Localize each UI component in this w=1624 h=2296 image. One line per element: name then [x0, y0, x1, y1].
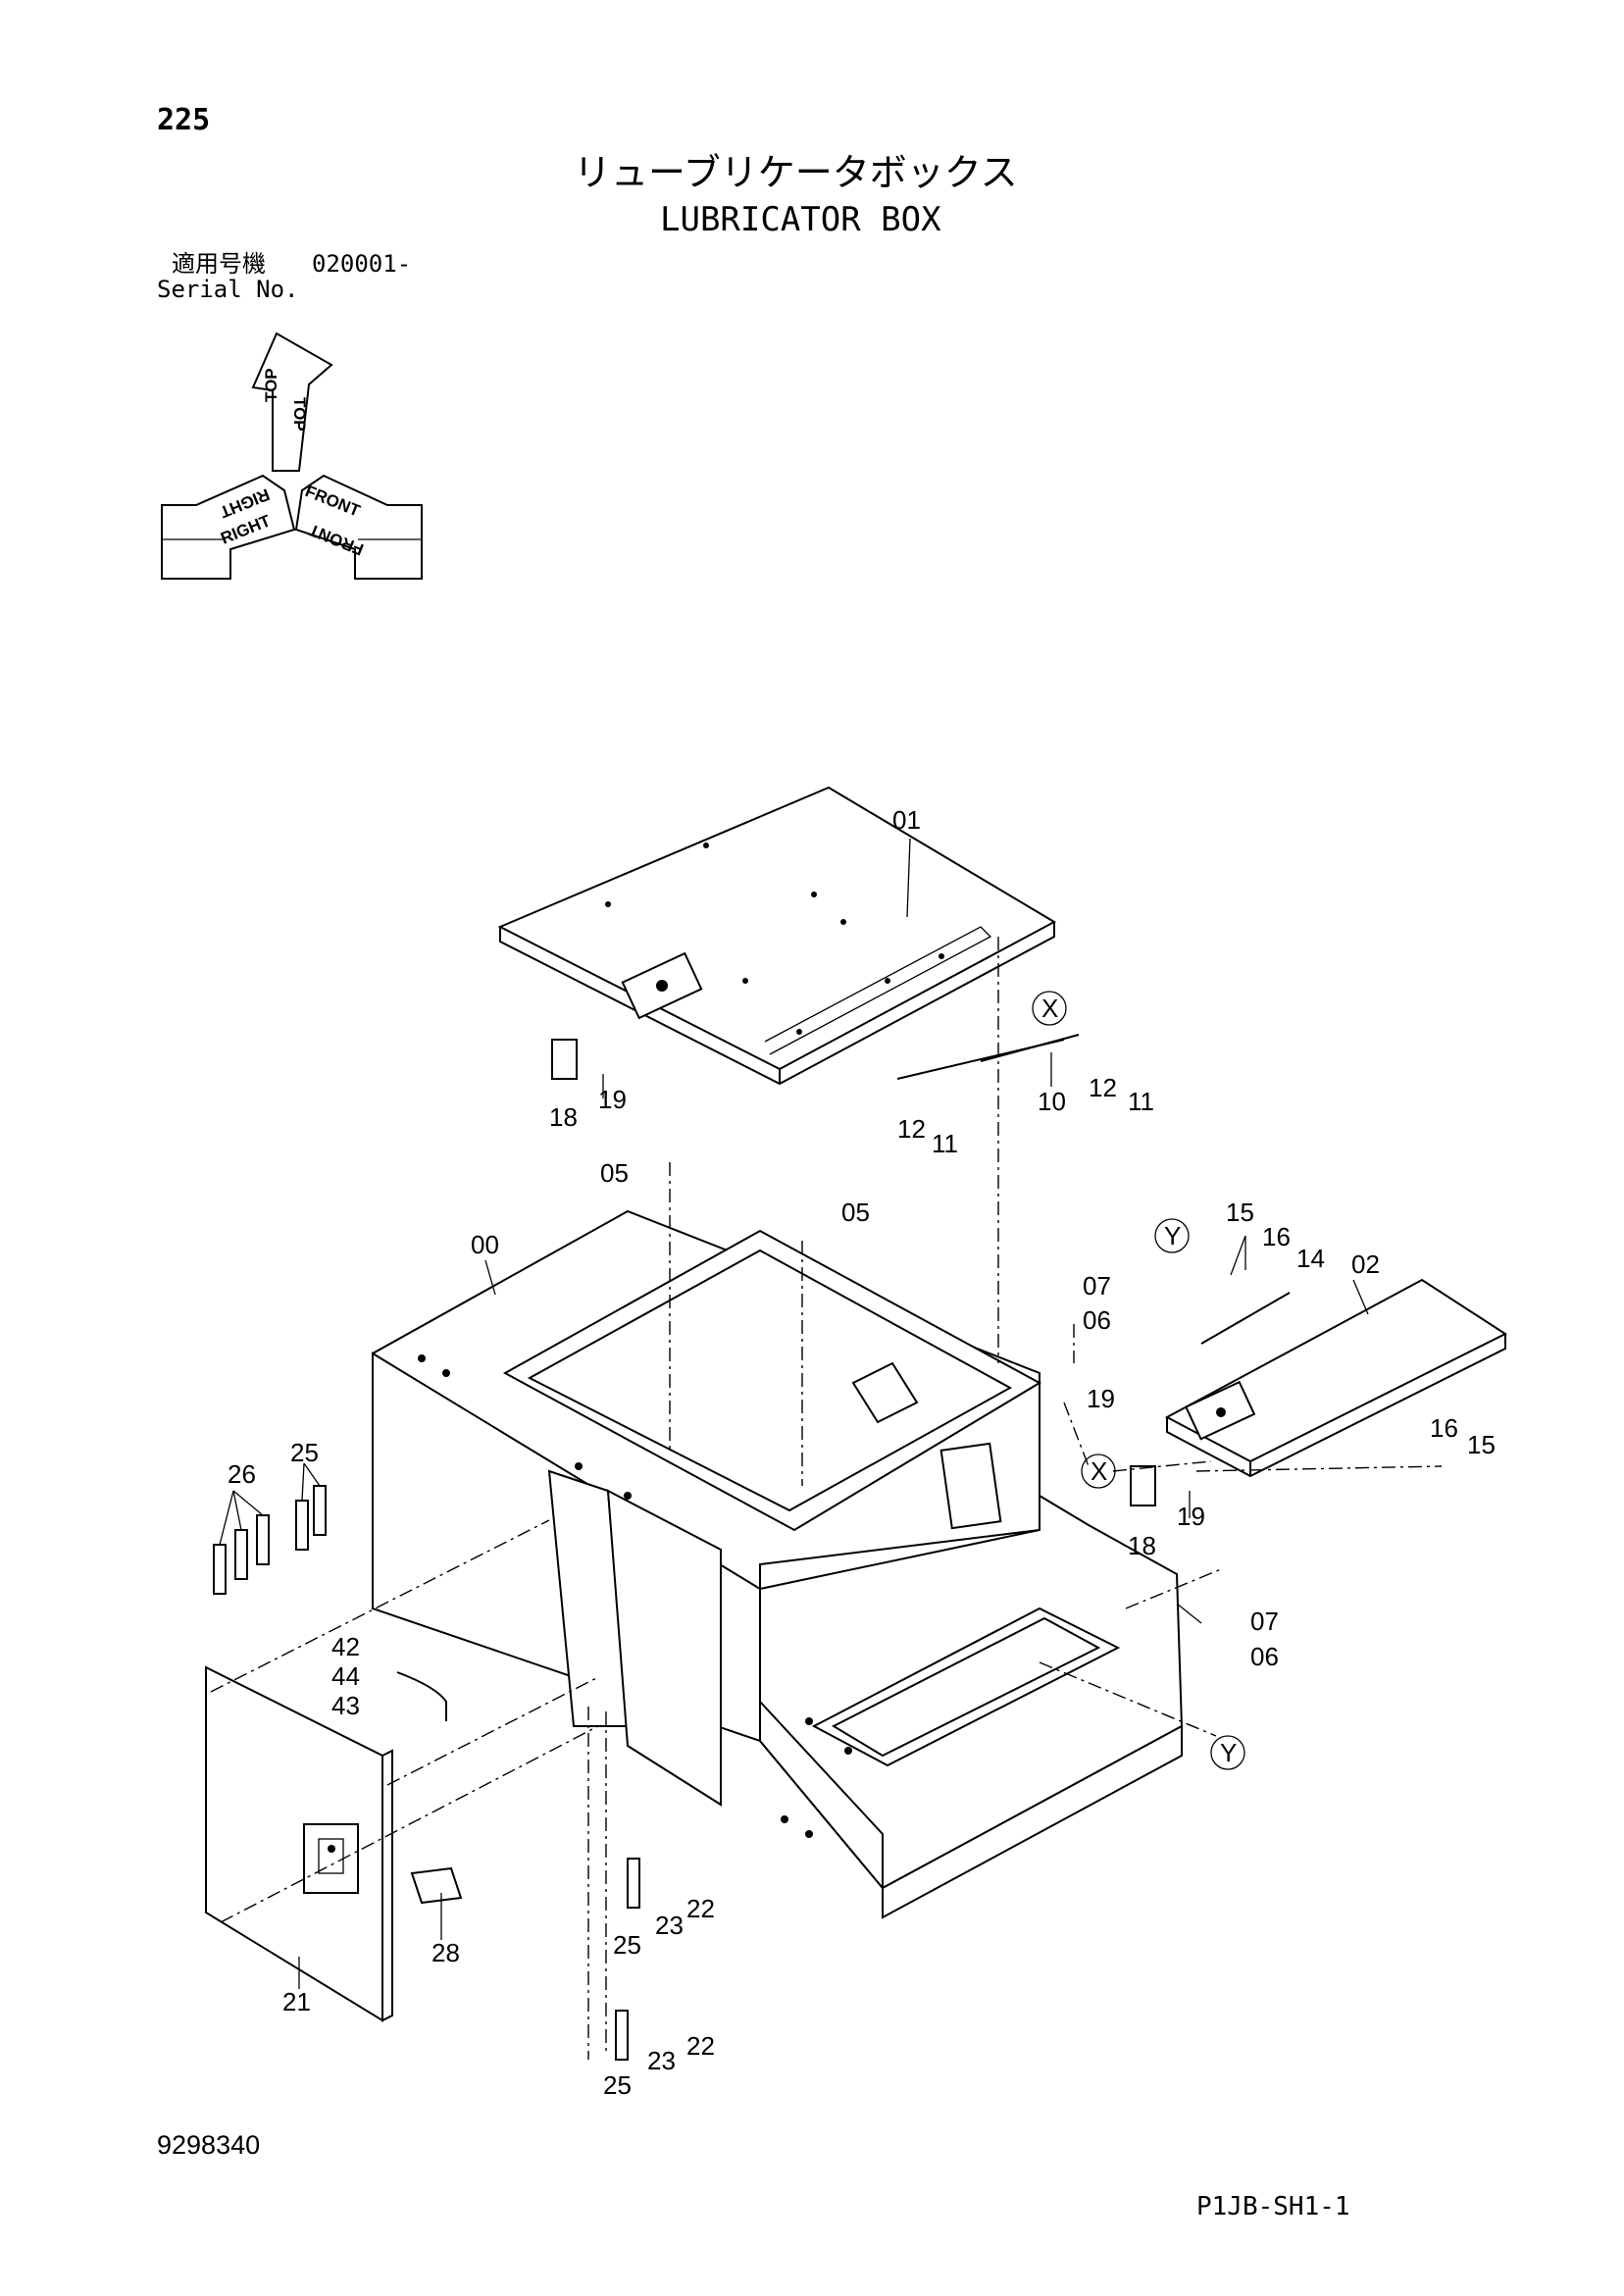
callout-19-top: 19 — [598, 1085, 627, 1114]
ref-x-side: X — [1091, 1456, 1107, 1486]
callout-25-middle: 25 — [613, 1930, 641, 1960]
callout-18-top: 18 — [549, 1102, 578, 1132]
callout-25-lower: 25 — [603, 2070, 632, 2100]
ref-y-bottom: Y — [1220, 1738, 1237, 1767]
alignment-lines — [210, 937, 1443, 2060]
front-arrow — [294, 474, 423, 580]
side-cover — [1164, 1278, 1508, 1478]
door-handle — [396, 1671, 447, 1721]
callout-25-upper: 25 — [290, 1438, 319, 1467]
ref-y-top: Y — [1164, 1221, 1181, 1250]
callout-15-top: 15 — [1226, 1198, 1254, 1227]
ref-x-top: X — [1041, 994, 1058, 1023]
callout-23-upper: 23 — [655, 1911, 684, 1940]
ref-circle-x-top — [1032, 991, 1067, 1026]
title-english: LUBRICATOR BOX — [660, 200, 941, 239]
serial-range: 020001- — [312, 250, 412, 278]
callout-10: 10 — [1038, 1087, 1066, 1116]
callout-16-top: 16 — [1262, 1222, 1291, 1251]
top-lid — [497, 786, 1057, 1086]
main-box — [372, 1209, 1184, 1919]
callout-05-left: 05 — [600, 1158, 629, 1188]
drawing-number: 9298340 — [157, 2130, 261, 2160]
callout-14: 14 — [1296, 1244, 1325, 1273]
callout-28: 28 — [431, 1938, 460, 1967]
callout-02: 02 — [1351, 1250, 1380, 1279]
top-label-b: TOP — [290, 397, 309, 432]
callout-44: 44 — [331, 1661, 360, 1691]
callout-16-bottom: 16 — [1430, 1413, 1458, 1443]
lid-hinge — [551, 1039, 578, 1080]
gas-strut — [896, 1034, 1080, 1080]
callout-00: 00 — [471, 1230, 499, 1259]
top-label-a: TOP — [262, 368, 280, 402]
callout-26: 26 — [228, 1459, 256, 1489]
bracket — [410, 1866, 463, 1905]
leader-lines — [219, 838, 1369, 1989]
callout-22-lower: 22 — [686, 2031, 715, 2061]
callout-19-middle: 19 — [1087, 1384, 1115, 1413]
callout-01: 01 — [892, 805, 921, 835]
ref-circle-y-bottom — [1210, 1735, 1245, 1770]
callout-07-top: 07 — [1083, 1271, 1111, 1301]
top-arrow — [251, 332, 333, 472]
ref-circle-y-top — [1154, 1218, 1190, 1253]
serial-label-english: Serial No. — [157, 276, 299, 303]
callout-19-bottom: 19 — [1177, 1502, 1205, 1531]
sheet-code: P1JB-SH1-1 — [1196, 2192, 1350, 2221]
callout-18-bottom: 18 — [1128, 1531, 1156, 1560]
callout-07-bottom: 07 — [1250, 1607, 1279, 1636]
callout-21: 21 — [282, 1987, 311, 2016]
callout-12-right: 12 — [1089, 1073, 1117, 1102]
callout-11-left: 11 — [932, 1129, 958, 1158]
callout-15-bottom: 15 — [1467, 1430, 1496, 1459]
callout-06-bottom: 06 — [1250, 1642, 1279, 1671]
title-japanese: リューブリケータボックス — [574, 151, 1018, 194]
cover-hinge — [1130, 1465, 1156, 1506]
serial-label-japanese: 適用号機 — [172, 250, 266, 278]
callout-06-top: 06 — [1083, 1305, 1111, 1335]
page-number: 225 — [157, 103, 211, 137]
callout-22-upper: 22 — [686, 1894, 715, 1923]
callout-43: 43 — [331, 1691, 360, 1720]
callout-05-right: 05 — [841, 1198, 870, 1227]
callout-11-right: 11 — [1128, 1087, 1154, 1116]
right-arrow — [161, 474, 296, 580]
side-door — [205, 1665, 393, 2022]
callout-12-left: 12 — [897, 1114, 926, 1144]
ref-circle-x-side — [1081, 1454, 1116, 1489]
callout-23-lower: 23 — [647, 2046, 676, 2075]
callout-42: 42 — [331, 1632, 360, 1661]
